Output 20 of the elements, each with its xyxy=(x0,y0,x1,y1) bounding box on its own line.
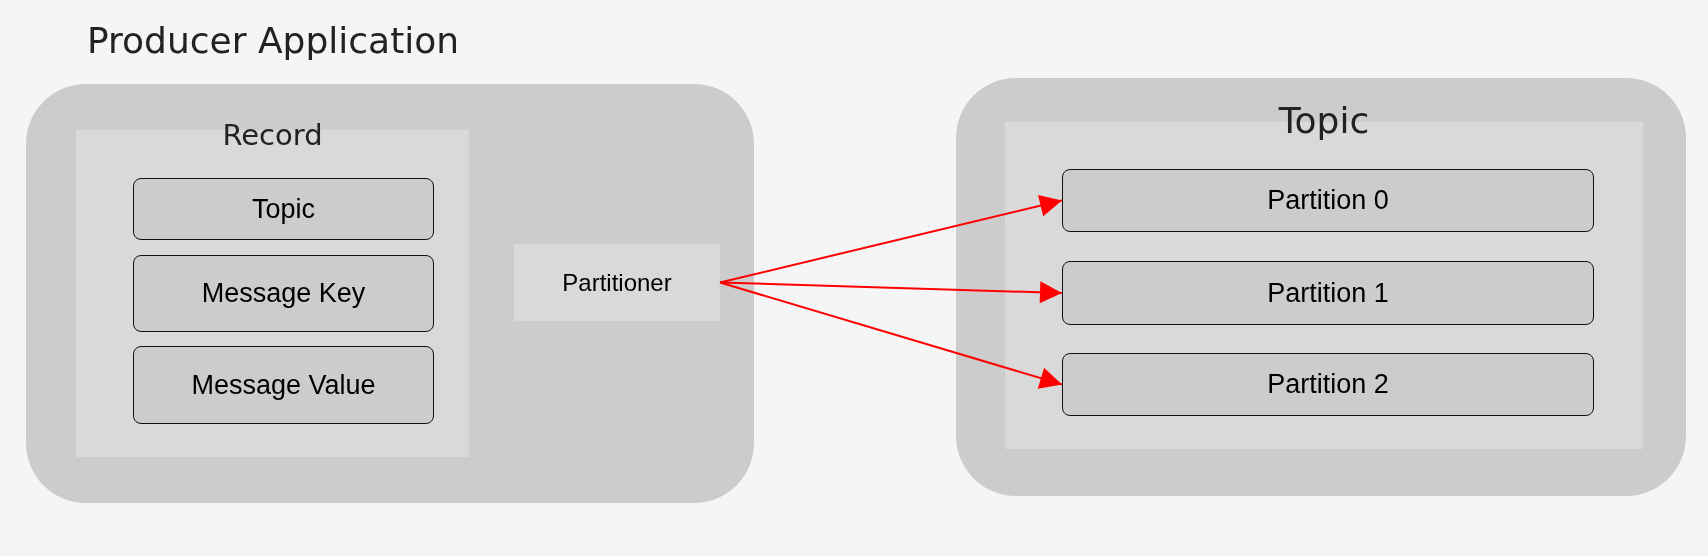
panel-title: Topic xyxy=(1277,100,1371,141)
panel-title: Record xyxy=(221,118,324,152)
partition-box xyxy=(1062,261,1594,325)
partition-box xyxy=(1062,169,1594,232)
field-box xyxy=(133,346,434,424)
arrow xyxy=(719,281,1063,389)
box-label: Partition 2 xyxy=(1267,368,1389,401)
panel-box xyxy=(956,78,1686,496)
box-label: Message Key xyxy=(201,277,366,310)
partitioner-box xyxy=(514,244,720,321)
box-label: Message Value xyxy=(191,368,376,402)
box-label: Partition 0 xyxy=(1267,184,1389,217)
field-box xyxy=(133,255,434,332)
box-label: Partition 1 xyxy=(1267,276,1389,310)
arrow xyxy=(719,194,1063,284)
box-label: Topic xyxy=(252,192,315,226)
field-box xyxy=(133,178,434,240)
panel-title: Producer Application xyxy=(87,20,460,61)
partition-box xyxy=(1062,353,1594,416)
box-label: Partitioner xyxy=(562,268,672,297)
